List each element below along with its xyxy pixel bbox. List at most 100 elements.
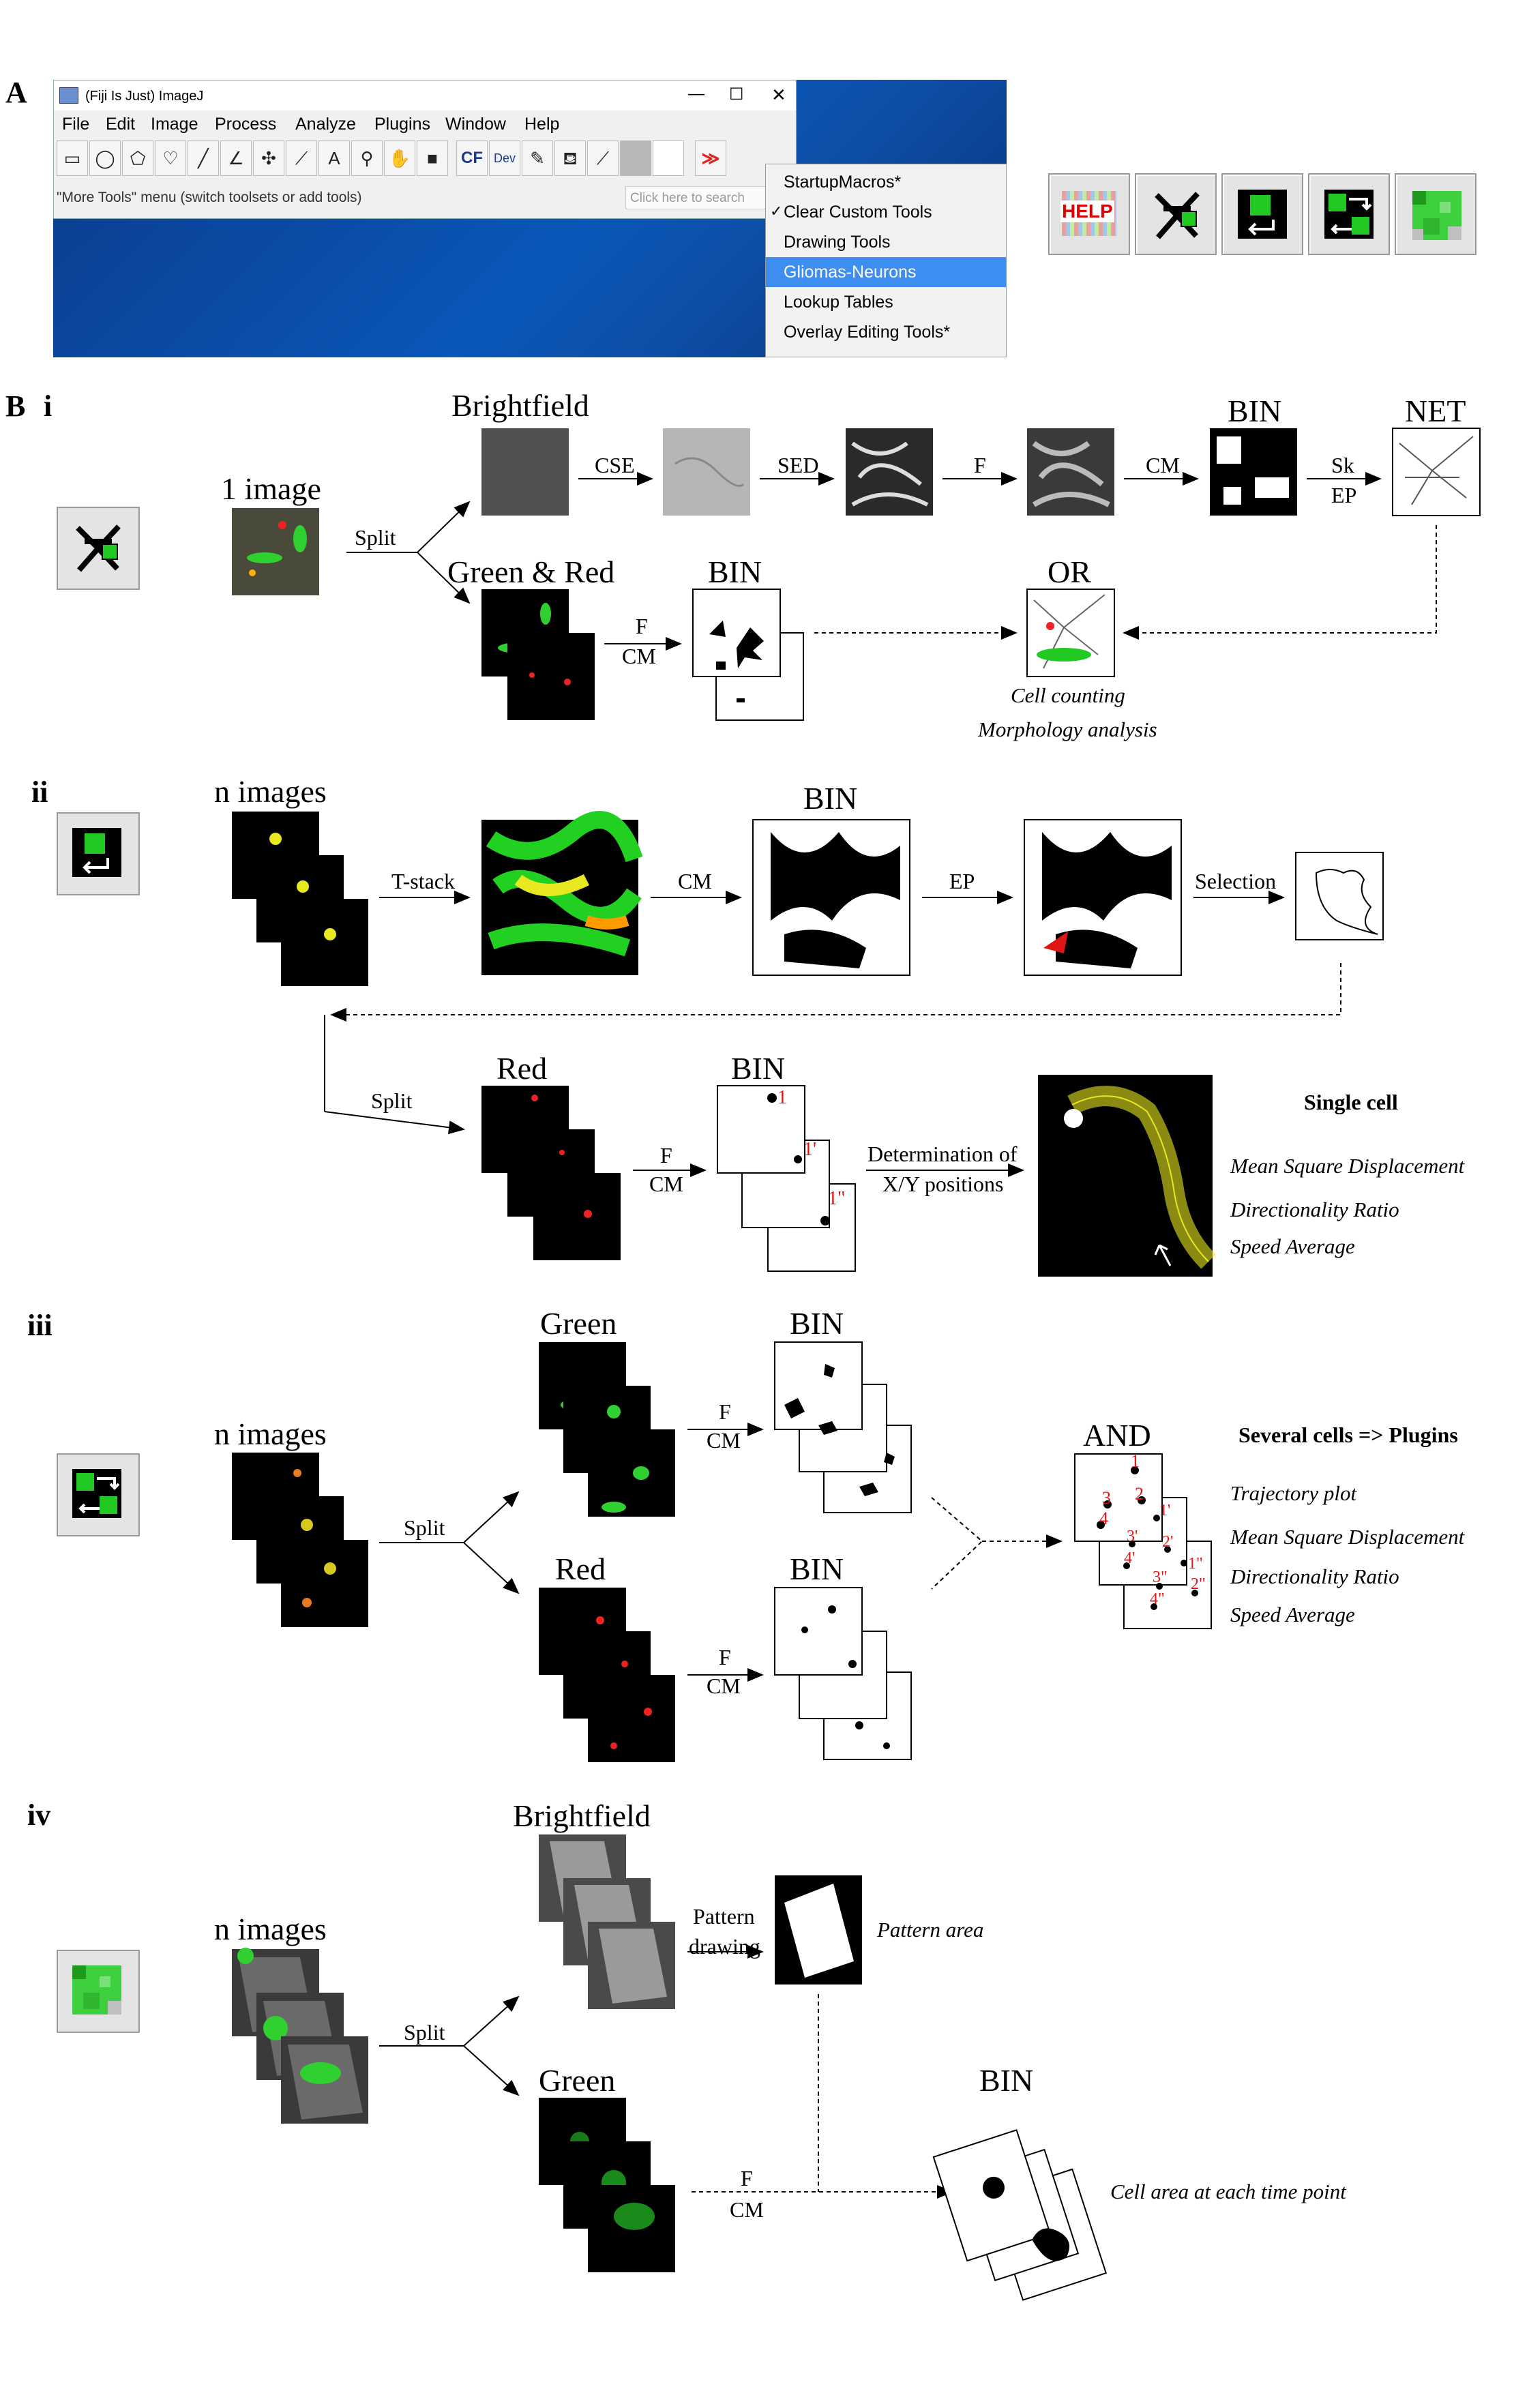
menu-analyze[interactable]: Analyze — [295, 115, 356, 134]
hand-tool-icon[interactable]: ✋ — [384, 140, 415, 176]
menu-plugins[interactable]: Plugins — [374, 115, 430, 134]
sed-image — [846, 428, 933, 516]
msd-label: Mean Square Displacement — [1230, 1525, 1465, 1549]
menu-item-overlay-editing-tools[interactable]: Overlay Editing Tools* — [784, 323, 951, 342]
magnifier-tool-icon[interactable]: ⚲ — [351, 140, 383, 176]
cell-label-3: 3 — [1102, 1488, 1111, 1508]
close-icon[interactable]: ✕ — [771, 85, 786, 105]
pattern-area-tool-button[interactable] — [57, 1950, 140, 2033]
filter-label: F — [636, 614, 648, 638]
menu-item-lookup-tables[interactable]: Lookup Tables — [784, 293, 893, 312]
ep-label: EP — [949, 869, 975, 893]
desktop-background: (Fiji Is Just) ImageJ — ☐ ✕ File Edit Im… — [53, 80, 1007, 357]
wand-tool-icon[interactable]: ⟋ — [286, 140, 317, 176]
fiji-app-icon — [59, 87, 78, 104]
color-picker-icon[interactable]: ■ — [417, 140, 448, 176]
cell-label-1pp: 1" — [828, 1188, 846, 1209]
selection-label: Selection — [1195, 869, 1277, 893]
flood-fill-tool-icon[interactable]: ⛾ — [554, 140, 586, 176]
green-label: Green — [539, 2063, 616, 2098]
oval-tool-icon[interactable]: ◯ — [89, 140, 121, 176]
filter-label: F — [719, 1399, 731, 1424]
cf-tool[interactable]: CF — [456, 140, 488, 176]
bin-stack-green — [774, 1341, 912, 1513]
menu-item-gliomas-neurons[interactable]: Gliomas-Neurons — [766, 257, 1006, 287]
filter-label: F — [719, 1645, 731, 1669]
dev-tool[interactable]: Dev — [489, 140, 520, 176]
red-channel-stack — [539, 1588, 675, 1762]
single-cell-tool-button[interactable] — [57, 812, 140, 895]
xy-positions-label: X/Y positions — [882, 1172, 1004, 1196]
cell-label-1p: 1' — [803, 1139, 817, 1160]
green-red-label: Green & Red — [447, 554, 615, 589]
brush-tool-icon[interactable]: ✎ — [522, 140, 553, 176]
cell-label-1: 1 — [1131, 1451, 1140, 1471]
msd-label: Mean Square Displacement — [1230, 1154, 1465, 1178]
cm-label: CM — [622, 644, 656, 668]
net-image — [1392, 428, 1481, 516]
neuron-network-tool-button[interactable] — [1135, 173, 1217, 255]
angle-tool-icon[interactable]: ∠ — [220, 140, 252, 176]
split-label: Split — [404, 1515, 445, 1540]
brightfield-stack — [539, 1834, 675, 2009]
single-cell-label: Single cell — [1304, 1090, 1398, 1114]
pipette-tool-icon[interactable]: ⟋ — [587, 140, 619, 176]
neuron-network-tool-button[interactable] — [57, 507, 140, 590]
point-tool-icon[interactable]: ✣ — [253, 140, 284, 176]
trajectory-image — [1038, 1075, 1216, 1277]
cm-label: CM — [707, 1428, 741, 1453]
search-input[interactable]: Click here to search — [625, 186, 767, 209]
input-image-stack — [232, 812, 368, 986]
split-label: Split — [404, 2020, 445, 2045]
menu-item-startup-macros[interactable]: StartupMacros* — [784, 173, 902, 192]
cell-label-2pp: 2" — [1191, 1575, 1206, 1593]
bin-label: BIN — [979, 2063, 1034, 2098]
help-tool-button[interactable]: HELP — [1048, 173, 1130, 255]
menu-item-drawing-tools[interactable]: Drawing Tools — [784, 233, 891, 252]
directionality-ratio-label: Directionality Ratio — [1230, 1198, 1399, 1221]
line-tool-icon[interactable]: ╱ — [188, 140, 219, 176]
cse-image — [663, 428, 750, 516]
freehand-tool-icon[interactable]: ♡ — [155, 140, 186, 176]
menu-image[interactable]: Image — [151, 115, 198, 134]
green-channel-stack — [539, 2098, 675, 2272]
filter-label: F — [741, 2166, 753, 2190]
more-tools-button[interactable]: ≫ — [695, 140, 726, 176]
rectangle-tool-icon[interactable]: ▭ — [57, 140, 88, 176]
menu-bar: File Edit Image Process Analyze Plugins … — [54, 110, 796, 138]
and-stack — [1074, 1453, 1212, 1629]
menu-file[interactable]: File — [62, 115, 90, 134]
bin-stack — [717, 1085, 856, 1272]
cse-label: CSE — [595, 453, 635, 477]
several-cells-tool-button[interactable] — [57, 1453, 140, 1536]
text-tool-icon[interactable]: A — [318, 140, 350, 176]
brightfield-label: Brightfield — [451, 388, 589, 423]
empty-tool-slot[interactable] — [653, 140, 684, 176]
input-label: n images — [214, 774, 327, 809]
several-cells-tool-button[interactable] — [1308, 173, 1390, 255]
maximize-icon[interactable]: ☐ — [729, 85, 744, 104]
cm-label: CM — [1146, 453, 1180, 477]
input-image-stack — [232, 1453, 368, 1627]
polygon-tool-icon[interactable]: ⬠ — [122, 140, 153, 176]
minimize-icon[interactable]: — — [688, 85, 704, 103]
menu-window[interactable]: Window — [445, 115, 506, 134]
empty-tool-slot[interactable] — [620, 140, 651, 176]
cell-area-label: Cell area at each time point — [1110, 2180, 1346, 2203]
menu-item-clear-custom-tools[interactable]: Clear Custom Tools — [784, 203, 932, 222]
several-cells-label: Several cells => Plugins — [1238, 1423, 1458, 1447]
pattern-area-tool-button[interactable] — [1395, 173, 1476, 255]
swap-arrows-icon — [1331, 198, 1372, 235]
menu-edit[interactable]: Edit — [106, 115, 136, 134]
determination-label: Determination of — [867, 1142, 1018, 1166]
menu-help[interactable]: Help — [524, 115, 560, 134]
tstack-image — [481, 811, 643, 975]
pattern-label: Pattern — [693, 1904, 755, 1929]
green-channel-stack — [539, 1342, 675, 1517]
imagej-title-bar: (Fiji Is Just) ImageJ — ☐ ✕ — [54, 80, 796, 110]
menu-process[interactable]: Process — [215, 115, 277, 134]
single-cell-tool-button[interactable] — [1221, 173, 1303, 255]
cell-label-4: 4 — [1099, 1508, 1108, 1528]
red-label: Red — [555, 1551, 606, 1586]
section-label-iii: iii — [27, 1309, 53, 1342]
